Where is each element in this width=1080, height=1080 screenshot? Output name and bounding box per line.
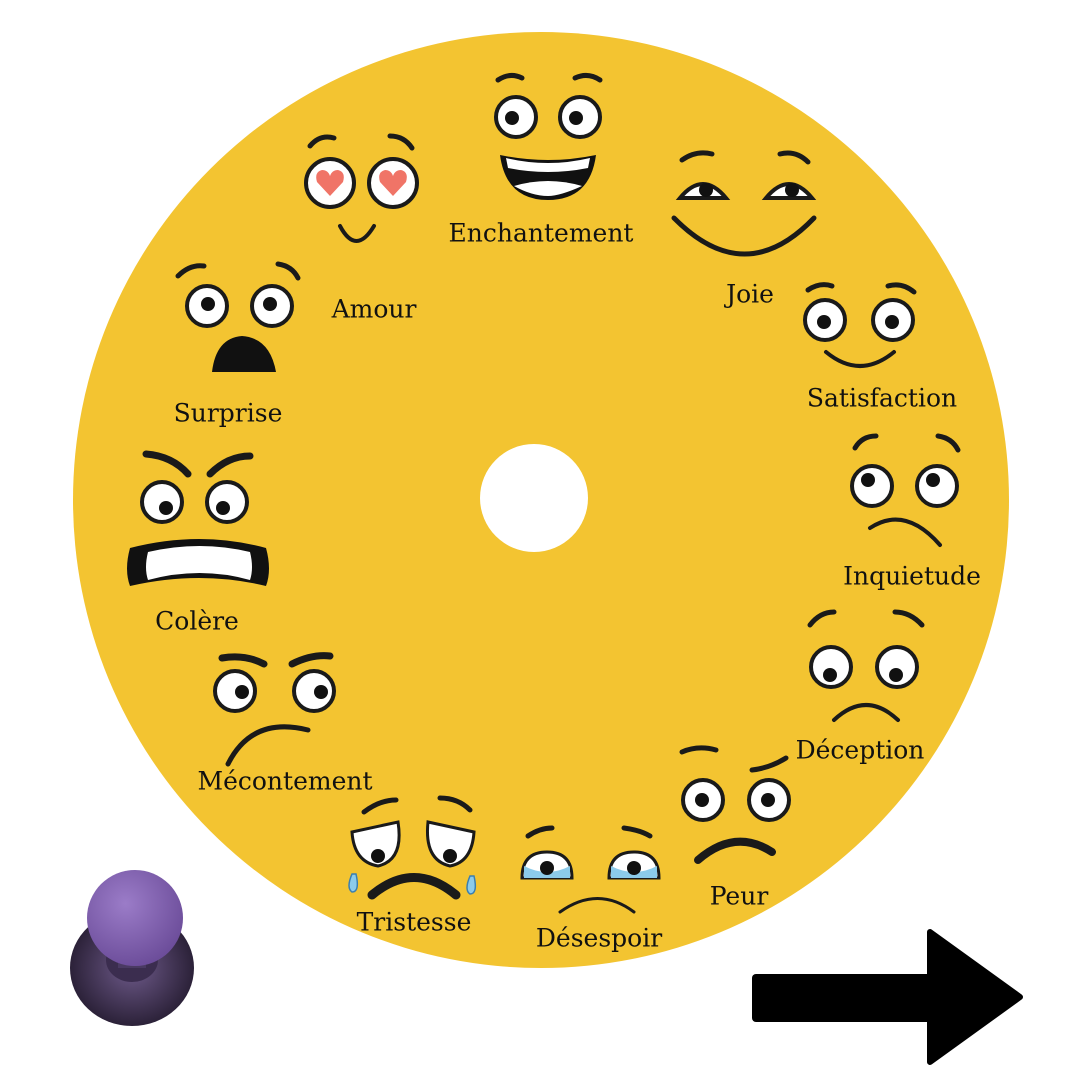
worried-face-icon [850, 433, 961, 547]
emotion-label-desespoir: Désespoir [535, 923, 663, 953]
emotion-label-joie: Joie [726, 279, 774, 309]
despair-face-icon [520, 825, 661, 914]
emotion-label-tristesse: Tristesse [356, 907, 472, 937]
smile-face-icon [803, 282, 917, 368]
afraid-face-icon [679, 745, 791, 864]
emotion-label-satisfaction: Satisfaction [806, 383, 958, 413]
emotion-label-surprise: Surprise [173, 398, 283, 428]
emotion-label-mecontement: Mécontement [197, 766, 373, 796]
emotion-label-peur: Peur [709, 881, 769, 911]
push-pin-icon[interactable] [70, 870, 194, 1026]
emotion-label-deception: Déception [795, 735, 925, 765]
crying-face-icon [348, 795, 477, 900]
heart-eyes-face-icon [304, 133, 419, 243]
emotion-label-amour: Amour [331, 294, 417, 324]
wide-smile-face-icon [671, 150, 817, 257]
emotion-label-enchantement: Enchantement [448, 218, 634, 248]
emotion-label-inquietude: Inquietude [843, 561, 981, 591]
surprised-face-icon [175, 261, 301, 372]
angry-face-icon [127, 450, 269, 586]
big-grin-face-icon [494, 72, 603, 200]
wheel-center-hole [480, 444, 588, 552]
next-arrow-icon[interactable] [752, 929, 1023, 1065]
disappointed-face-icon [807, 609, 925, 722]
displeased-face-icon [213, 652, 336, 767]
emotion-label-colere: Colère [155, 606, 239, 636]
